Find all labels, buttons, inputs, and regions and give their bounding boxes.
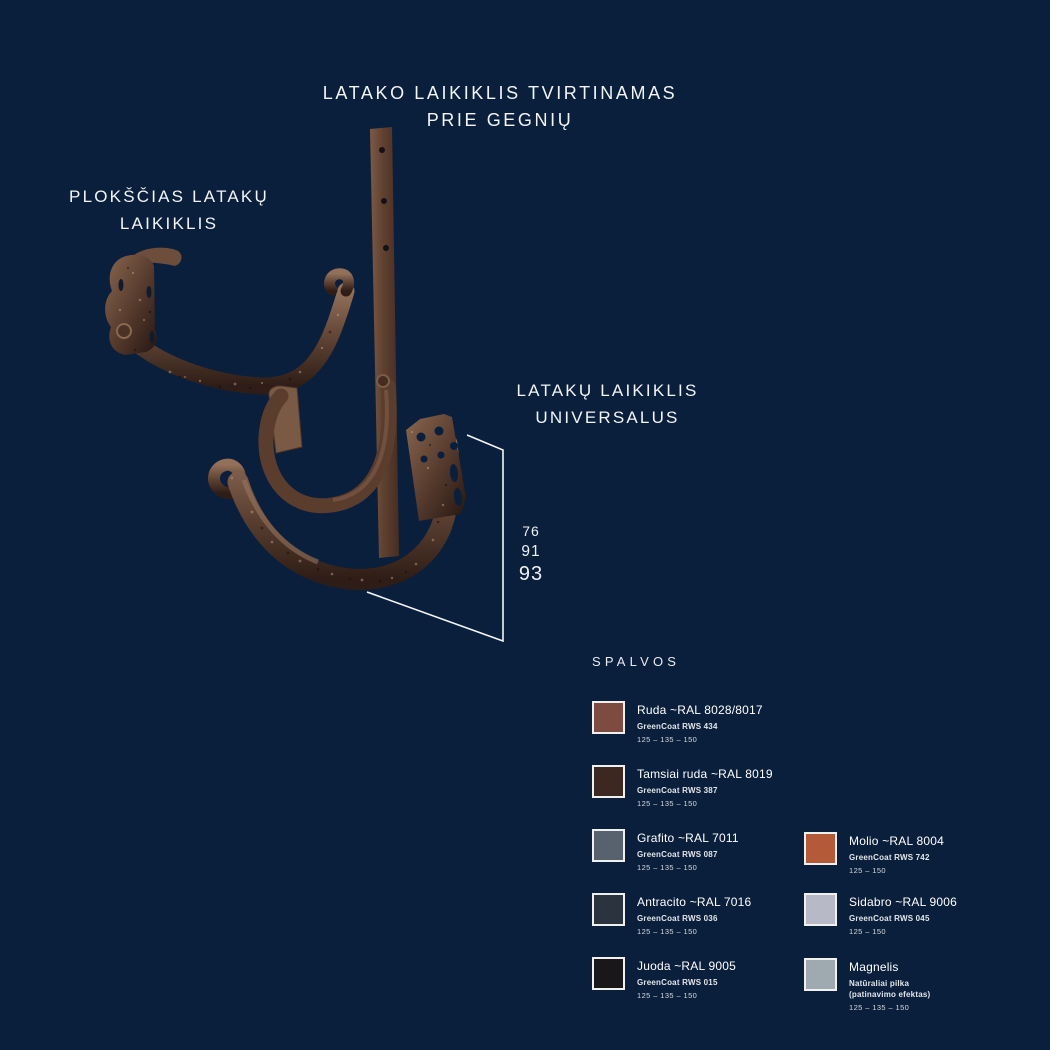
color-coating: GreenCoat RWS 742 (849, 853, 930, 862)
color-info: Ruda ~RAL 8028/8017 GreenCoat RWS 434 12… (637, 701, 763, 744)
color-row-molio: Molio ~RAL 8004 GreenCoat RWS 742 125 – … (804, 832, 944, 875)
color-name: Sidabro ~RAL 9006 (849, 895, 958, 909)
color-info: Grafito ~RAL 7011 GreenCoat RWS 087 125 … (637, 829, 739, 872)
color-name: Magnelis (849, 960, 899, 974)
color-sizes: 125 – 135 – 150 (637, 863, 698, 872)
hammered-texture-speckles (230, 430, 445, 582)
universal-bracket-title-line1: LATAKŲ LAIKIKLIS (516, 381, 699, 400)
color-info: Magnelis Natūraliai pilka (patinavimo ef… (849, 958, 930, 1012)
color-coating: Natūraliai pilka (849, 979, 910, 988)
color-coating: GreenCoat RWS 434 (637, 722, 718, 731)
color-coating-extra: (patinavimo efektas) (849, 990, 931, 999)
color-coating: GreenCoat RWS 087 (637, 850, 718, 859)
color-swatch-grafito (592, 829, 625, 862)
color-coating: GreenCoat RWS 036 (637, 914, 718, 923)
measurement-value-93: 93 (518, 563, 544, 585)
universal-bracket-title-line2: UNIVERSALUS (535, 408, 680, 427)
rafter-bracket-title-line1: LATAKO LAIKIKLIS TVIRTINAMAS (322, 83, 678, 103)
rafter-bracket-title-line2: PRIE GEGNIŲ (426, 110, 574, 130)
flat-bracket-title-line1: PLOKŠČIAS LATAKŲ (69, 187, 269, 206)
color-row-grafito: Grafito ~RAL 7011 GreenCoat RWS 087 125 … (592, 829, 739, 872)
universal-bracket-image (208, 414, 466, 590)
color-info: Juoda ~RAL 9005 GreenCoat RWS 015 125 – … (637, 957, 736, 1000)
measurement-value-76: 76 (522, 523, 540, 539)
flat-bracket-title: PLOKŠČIAS LATAKŲ LAIKIKLIS (38, 183, 300, 237)
color-info: Molio ~RAL 8004 GreenCoat RWS 742 125 – … (849, 832, 944, 875)
color-swatch-ruda (592, 701, 625, 734)
color-sizes: 125 – 135 – 150 (637, 735, 698, 744)
color-row-antracito: Antracito ~RAL 7016 GreenCoat RWS 036 12… (592, 893, 751, 936)
color-name: Ruda ~RAL 8028/8017 (637, 703, 763, 717)
hammered-texture-speckles (118, 271, 340, 386)
color-swatch-antracito (592, 893, 625, 926)
color-sizes: 125 – 150 (849, 866, 886, 875)
color-name: Juoda ~RAL 9005 (637, 959, 736, 973)
color-swatch-sidabro (804, 893, 837, 926)
measurement-lines (366, 434, 504, 643)
color-name: Grafito ~RAL 7011 (637, 831, 739, 845)
color-info: Tamsiai ruda ~RAL 8019 GreenCoat RWS 387… (637, 765, 773, 808)
color-row-ruda: Ruda ~RAL 8028/8017 GreenCoat RWS 434 12… (592, 701, 763, 744)
color-sizes: 125 – 135 – 150 (637, 927, 698, 936)
color-coating: GreenCoat RWS 045 (849, 914, 930, 923)
color-sizes: 125 – 135 – 150 (637, 799, 698, 808)
color-swatch-juoda (592, 957, 625, 990)
color-coating: GreenCoat RWS 015 (637, 978, 718, 987)
color-info: Sidabro ~RAL 9006 GreenCoat RWS 045 125 … (849, 893, 957, 936)
color-swatch-tamsiai-ruda (592, 765, 625, 798)
measurement-value-91: 91 (521, 543, 541, 560)
color-name: Antracito ~RAL 7016 (637, 895, 752, 909)
color-sizes: 125 – 135 – 150 (637, 991, 698, 1000)
color-row-tamsiai-ruda: Tamsiai ruda ~RAL 8019 GreenCoat RWS 387… (592, 765, 773, 808)
colors-section-heading: SPALVOS (592, 654, 681, 669)
color-swatch-molio (804, 832, 837, 865)
rafter-bracket-image (258, 127, 399, 558)
mounting-holes (416, 426, 463, 506)
color-row-sidabro: Sidabro ~RAL 9006 GreenCoat RWS 045 125 … (804, 893, 957, 936)
color-sizes: 125 – 150 (849, 927, 886, 936)
color-info: Antracito ~RAL 7016 GreenCoat RWS 036 12… (637, 893, 751, 936)
hammered-texture-speckles-dark (126, 266, 332, 390)
color-row-juoda: Juoda ~RAL 9005 GreenCoat RWS 015 125 – … (592, 957, 736, 1000)
color-coating: GreenCoat RWS 387 (637, 786, 718, 795)
color-row-magnelis: Magnelis Natūraliai pilka (patinavimo ef… (804, 958, 930, 1012)
rafter-bracket-title: LATAKO LAIKIKLIS TVIRTINAMAS PRIE GEGNIŲ (275, 80, 725, 134)
color-name: Molio ~RAL 8004 (849, 834, 944, 848)
flat-bracket-image (105, 247, 355, 395)
color-swatch-magnelis (804, 958, 837, 991)
color-name: Tamsiai ruda ~RAL 8019 (637, 767, 773, 781)
color-sizes: 125 – 135 – 150 (849, 1003, 910, 1012)
hammered-texture-speckles-dark (260, 443, 448, 583)
flat-bracket-title-line2: LAIKIKLIS (119, 214, 219, 233)
universal-bracket-title: LATAKŲ LAIKIKLIS UNIVERSALUS (480, 377, 735, 431)
measurement-values: 76 91 93 (504, 521, 558, 586)
